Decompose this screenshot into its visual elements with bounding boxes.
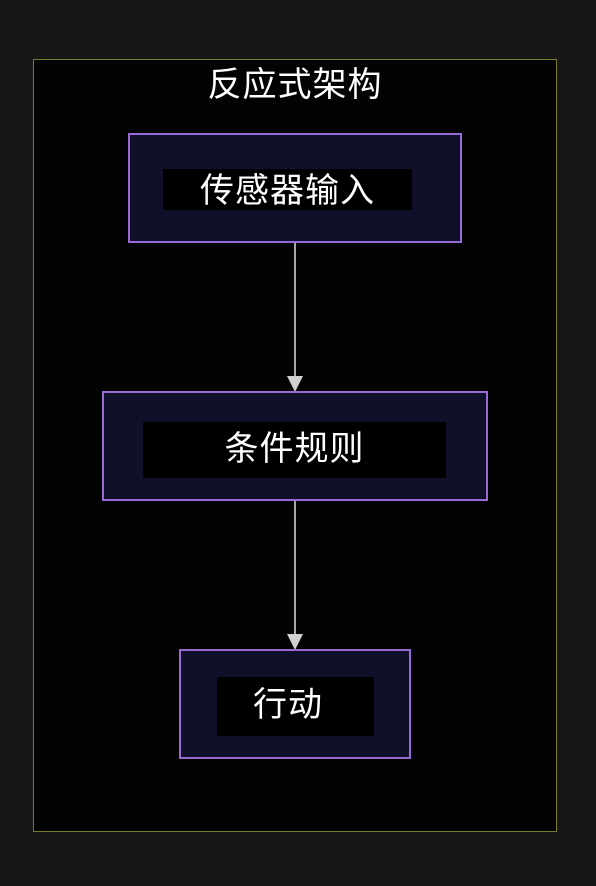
cluster-title: 反应式架构 bbox=[207, 65, 383, 105]
node-condition-rules-label: 条件规则 bbox=[224, 429, 365, 469]
node-sensor-input-label: 传感器输入 bbox=[200, 171, 375, 211]
node-sensor-input-label-bg bbox=[163, 169, 412, 210]
node-action-label: 行动 bbox=[253, 685, 323, 725]
node-condition-rules-label-bg bbox=[143, 422, 446, 478]
node-action-label-bg bbox=[217, 677, 374, 736]
